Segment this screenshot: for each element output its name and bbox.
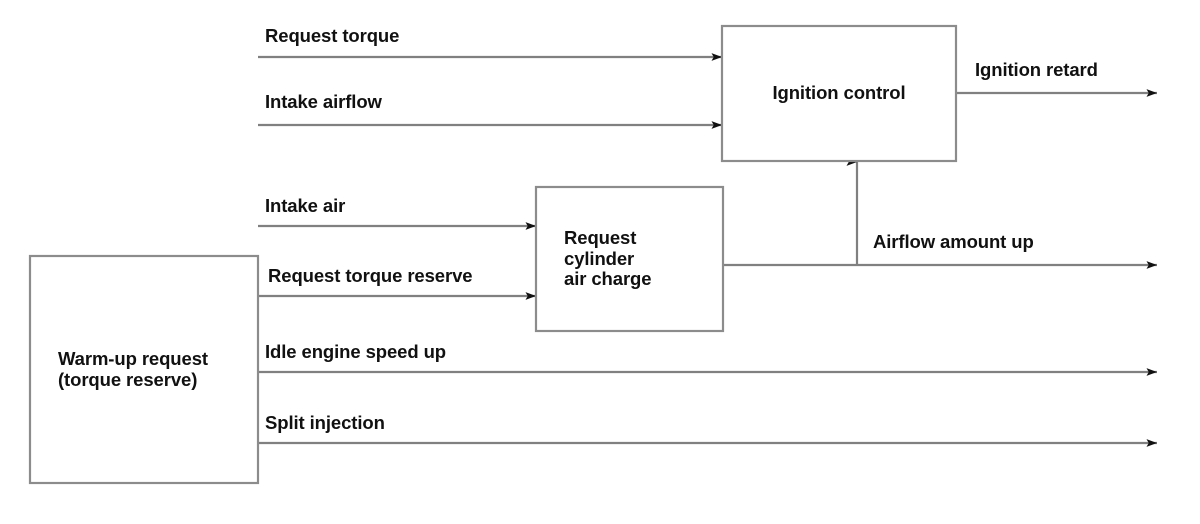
box-warm-up-request (28, 254, 260, 485)
edge-label-idle-engine-speed-up: Idle engine speed up (265, 341, 446, 362)
edge-label-request-torque-reserve: Request torque reserve (268, 265, 473, 286)
edge-label-ignition-retard: Ignition retard (975, 59, 1098, 80)
edge-label-request-torque: Request torque (265, 25, 400, 46)
edge-label-intake-airflow: Intake airflow (265, 91, 382, 112)
edge-label-split-injection: Split injection (265, 412, 385, 433)
box-label-request-cylinder-air-charge: Request cylinder air charge (564, 226, 652, 290)
box-label-warm-up-request: Warm-up request (torque reserve) (58, 347, 208, 390)
box-ignition-control (720, 24, 958, 163)
box-request-cylinder-air-charge (534, 185, 725, 333)
box-label-ignition-control: Ignition control (772, 82, 906, 104)
edge-layer (258, 53, 1157, 447)
box-layer (28, 24, 958, 485)
edge-label-intake-air: Intake air (265, 195, 346, 216)
edge-label-airflow-amount-up: Airflow amount up (873, 231, 1034, 252)
